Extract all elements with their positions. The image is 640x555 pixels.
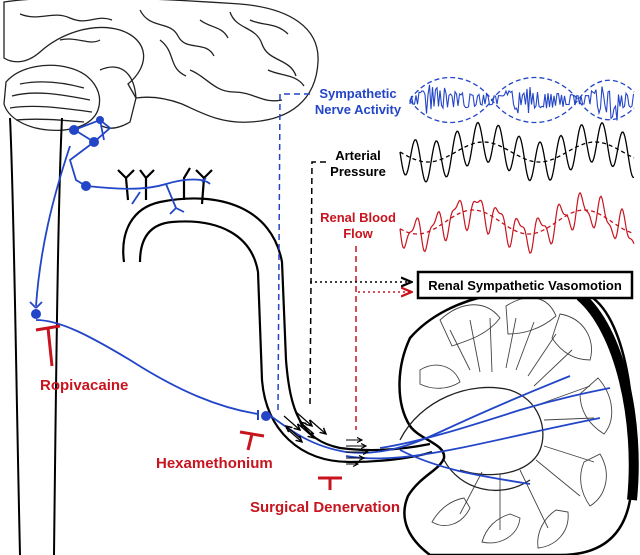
pressure-arrows: [283, 411, 326, 442]
ap-label-line1: Arterial: [335, 148, 381, 163]
hexamethonium-blocker: [239, 430, 265, 451]
sna-label: Sympathetic Nerve Activity: [315, 86, 402, 117]
hexamethonium-label: Hexamethonium: [156, 455, 273, 472]
rbf-label: Renal Blood Flow: [320, 210, 396, 241]
sna-trace: [409, 77, 635, 123]
kidney: [398, 288, 639, 555]
spinal-cord: [9, 117, 63, 555]
flow-arrows: [346, 440, 368, 464]
dashed-connectors: [277, 93, 410, 430]
ap-trace: [399, 121, 635, 183]
rbf-label-line1: Renal Blood: [320, 210, 396, 225]
ropivacaine-label: Ropivacaine: [40, 377, 128, 394]
ap-label: Arterial Pressure: [330, 148, 386, 179]
sna-label-line2: Nerve Activity: [315, 102, 402, 117]
brain-illustration: [3, 0, 319, 132]
nerve-cell-bodies: [31, 116, 271, 421]
surgical-denervation-blocker: [318, 476, 342, 490]
surgical-denervation-label: Surgical Denervation: [250, 499, 400, 516]
outcome-label: Renal Sympathetic Vasomotion: [428, 278, 622, 293]
ap-label-line2: Pressure: [330, 164, 386, 179]
sympathetic-nerve-pathway: [35, 118, 611, 485]
outcome-box: Renal Sympathetic Vasomotion: [416, 270, 634, 300]
aorta: [117, 167, 433, 464]
renal-pyramids: [419, 297, 613, 549]
sna-label-line1: Sympathetic: [319, 86, 396, 101]
ropivacaine-blocker: [35, 324, 61, 367]
rbf-label-line2: Flow: [343, 226, 373, 241]
rbf-trace: [399, 191, 635, 254]
